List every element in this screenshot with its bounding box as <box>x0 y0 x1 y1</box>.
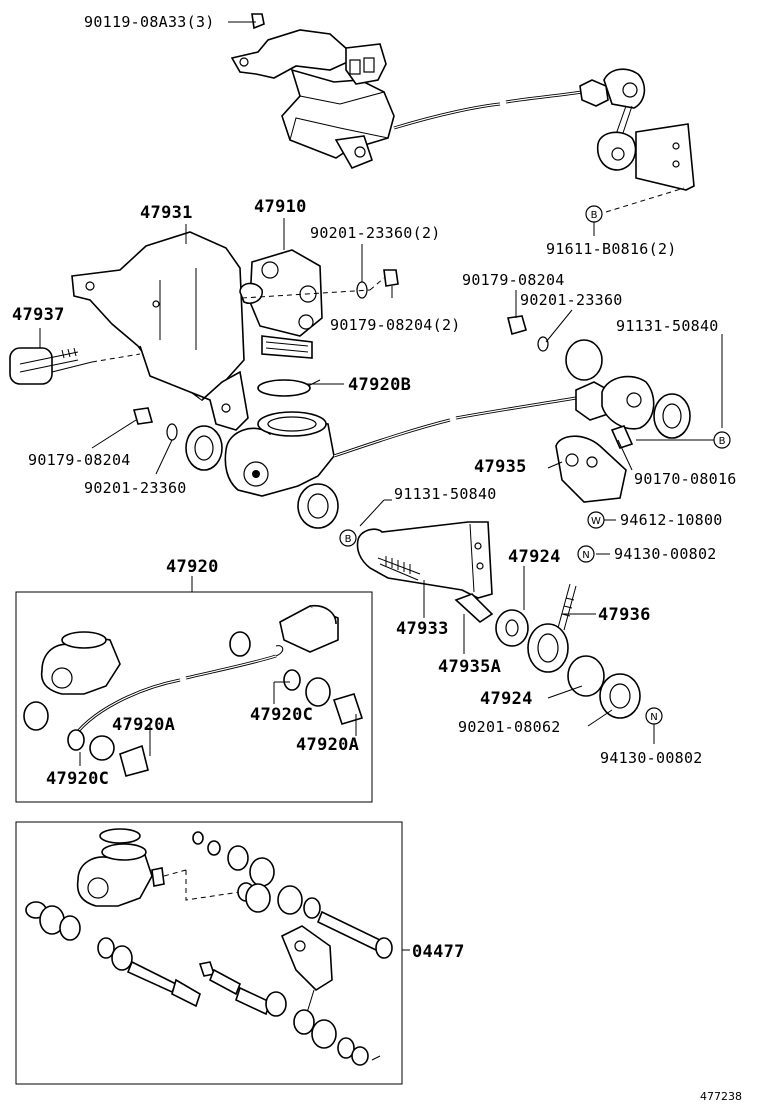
svg-text:W: W <box>591 516 601 527</box>
label-47924-bottom: 47924 <box>480 689 533 709</box>
label-91131-50840-mid: 91131-50840 <box>394 485 497 503</box>
bracket-47933 <box>356 521 493 599</box>
marker-n-lower: N <box>645 707 663 725</box>
diagram-code: 477238 <box>700 1090 742 1103</box>
label-47937: 47937 <box>12 305 65 325</box>
top-valve-assembly <box>230 13 695 191</box>
svg-text:B: B <box>719 436 726 447</box>
label-90201-23360-left: 90201-23360 <box>84 479 187 497</box>
label-90179-08204-left: 90179-08204 <box>28 451 131 469</box>
label-90201-08062: 90201-08062 <box>458 718 561 736</box>
label-90170-08016: 90170-08016 <box>634 470 737 488</box>
label-47931: 47931 <box>140 203 193 223</box>
label-90179-08204-top: 90179-08204 <box>462 271 565 289</box>
marker-b-right: B <box>713 431 731 449</box>
bracket-47931 <box>71 231 249 431</box>
bolt-47937 <box>9 347 93 385</box>
parts-47935A-47924-47936 <box>454 583 641 719</box>
label-90119-08a33: 90119-08A33(3) <box>84 13 215 31</box>
marker-b-left: B <box>339 529 357 547</box>
marker-n-upper: N <box>577 545 595 563</box>
label-94130-00802-top: 94130-00802 <box>614 545 717 563</box>
marker-b-top: B <box>585 205 603 223</box>
label-04477: 04477 <box>412 942 465 962</box>
label-47935: 47935 <box>474 457 527 477</box>
label-90179-08204-2: 90179-08204(2) <box>330 316 461 334</box>
label-94130-00802-bottom: 94130-00802 <box>600 749 703 767</box>
label-90201-23360-2: 90201-23360(2) <box>310 224 441 242</box>
label-47920c-left: 47920C <box>46 769 109 789</box>
valve-body-47910 <box>239 249 323 359</box>
joint-47935 <box>555 425 634 503</box>
label-91611-b0816: 91611-B0816(2) <box>546 240 677 258</box>
svg-text:N: N <box>650 712 657 723</box>
label-91131-50840-top: 91131-50840 <box>616 317 719 335</box>
label-94612-10800: 94612-10800 <box>620 511 723 529</box>
lower-valve-and-cable <box>132 339 691 529</box>
label-47935a: 47935A <box>438 657 501 677</box>
leader-lines <box>39 21 723 951</box>
circled-markers: B B B W N N <box>339 205 731 725</box>
svg-text:B: B <box>591 210 598 221</box>
kit-04477-box <box>15 821 403 1085</box>
label-90201-23360-top: 90201-23360 <box>520 291 623 309</box>
label-47920b: 47920B <box>348 375 411 395</box>
marker-w: W <box>587 511 605 529</box>
kit-04477-parts <box>25 828 393 1066</box>
kit-47920-box <box>15 591 373 803</box>
label-47933: 47933 <box>396 619 449 639</box>
label-47924-top: 47924 <box>508 547 561 567</box>
kit-47920-parts <box>23 604 364 777</box>
label-47936: 47936 <box>598 605 651 625</box>
label-47920a-left: 47920A <box>112 715 175 735</box>
svg-text:B: B <box>345 534 352 545</box>
part-labels: 90119-08A33(3) 47931 47910 90201-23360(2… <box>12 13 742 1103</box>
oring-47920B <box>257 379 321 397</box>
label-47920: 47920 <box>166 557 219 577</box>
label-47910: 47910 <box>254 197 307 217</box>
svg-text:N: N <box>582 550 589 561</box>
label-47920c-right: 47920C <box>250 705 313 725</box>
label-47920a-right: 47920A <box>296 735 359 755</box>
